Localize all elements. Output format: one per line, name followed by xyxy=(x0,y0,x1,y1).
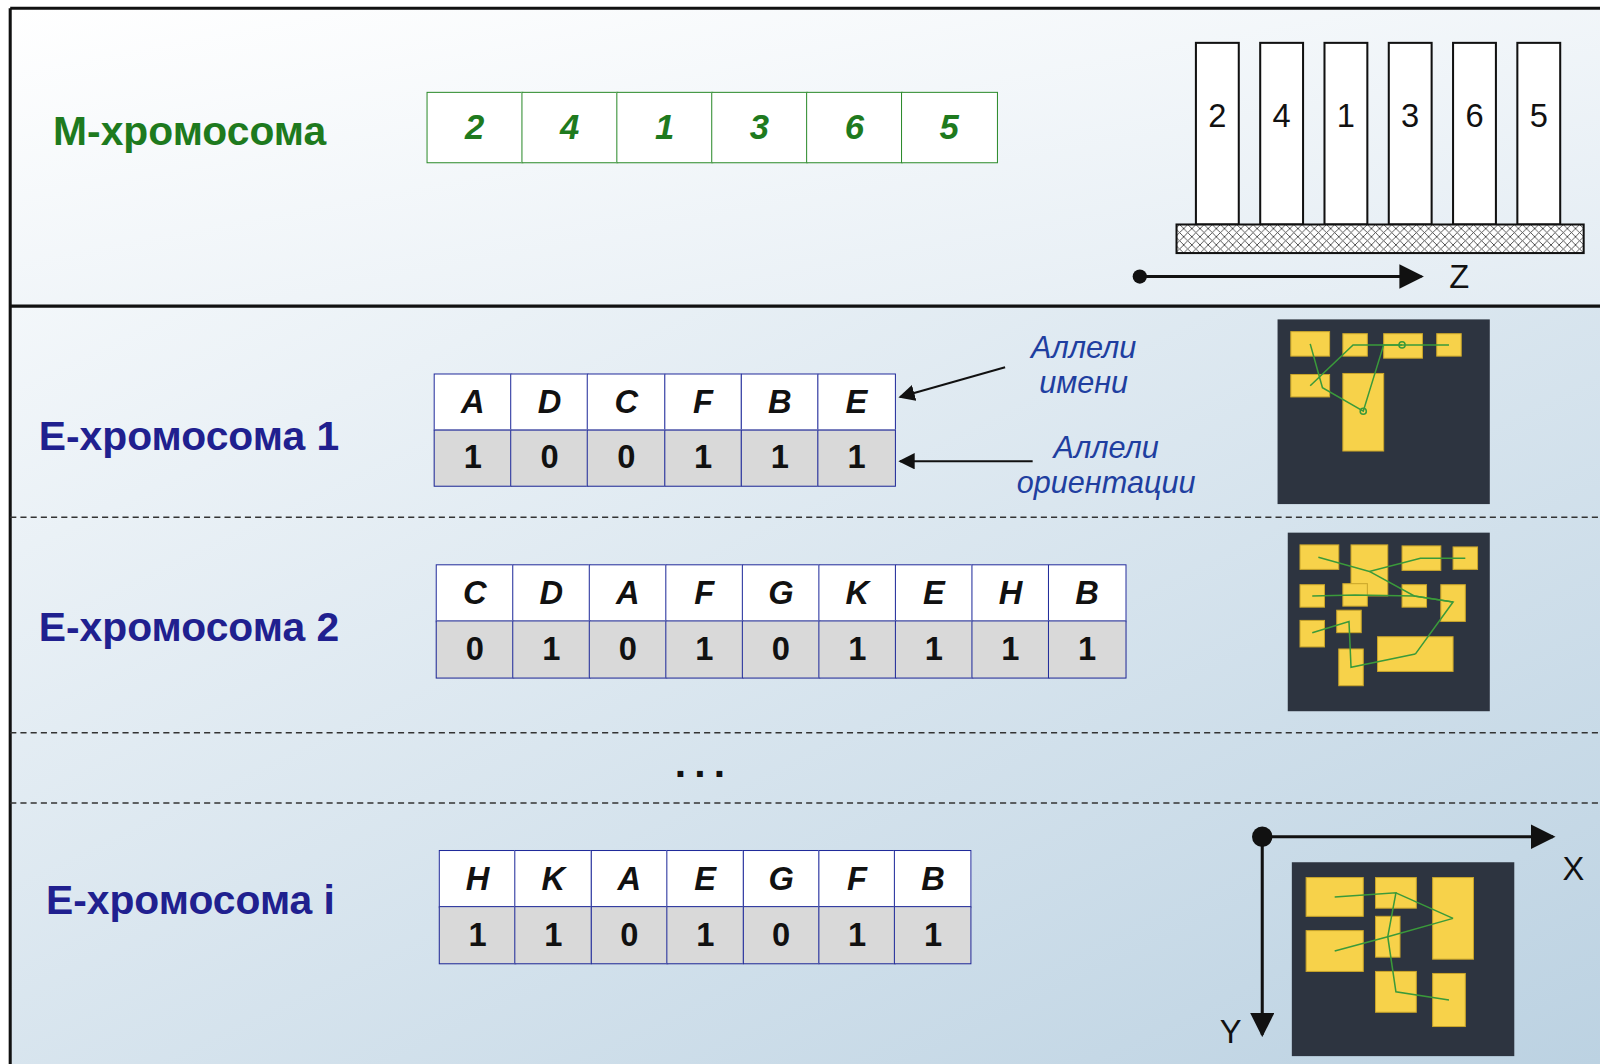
axis-label: Y xyxy=(1210,1008,1251,1055)
orientation-allele-cell: 0 xyxy=(589,620,667,678)
name-allele-cell: B xyxy=(894,850,971,908)
name-allele-cell: C xyxy=(587,373,665,430)
name-allele-cell: B xyxy=(1048,564,1126,622)
divider-line xyxy=(10,305,1600,308)
name-allele-cell: H xyxy=(439,850,516,908)
callout-note: Аллели ориентации xyxy=(988,422,1225,508)
chromosome-heading: Е-хромосома i xyxy=(46,870,413,929)
orientation-allele-cell: 1 xyxy=(664,429,742,487)
orientation-allele-cell: 1 xyxy=(439,906,516,964)
frame-line xyxy=(10,7,1600,10)
orientation-allele-cell: 1 xyxy=(1048,620,1126,678)
name-allele-cell: K xyxy=(818,564,896,622)
chromosome-heading: М-хромосома xyxy=(53,102,390,159)
board-thumbnail xyxy=(1278,319,1490,504)
name-allele-cell: F xyxy=(818,850,895,908)
name-allele-cell: F xyxy=(665,564,743,622)
orientation-allele-cell: 1 xyxy=(817,429,895,487)
callout-note: Аллели имени xyxy=(1010,322,1157,408)
orientation-allele-cell: 1 xyxy=(515,906,592,964)
gene-cell: 1 xyxy=(616,92,712,163)
name-allele-cell: G xyxy=(742,564,820,622)
orientation-allele-cell: 0 xyxy=(587,429,665,487)
axis-label: Z xyxy=(1439,253,1480,300)
gene-cell: 5 xyxy=(901,92,997,163)
top-panel xyxy=(10,8,1600,306)
orientation-allele-cell: 1 xyxy=(667,906,744,964)
orientation-allele-cell: 0 xyxy=(436,620,514,678)
name-allele-cell: C xyxy=(436,564,514,622)
board-number: 1 xyxy=(1324,92,1367,139)
name-allele-cell: B xyxy=(741,373,819,430)
name-allele-cell: D xyxy=(512,564,590,622)
name-allele-cell: A xyxy=(434,373,512,430)
axis-label: X xyxy=(1553,845,1594,892)
name-allele-cell: G xyxy=(742,850,819,908)
orientation-allele-cell: 1 xyxy=(818,906,895,964)
name-allele-cell: K xyxy=(515,850,592,908)
leader-line xyxy=(900,460,1033,462)
name-allele-cell: D xyxy=(510,373,588,430)
name-allele-cell: A xyxy=(589,564,667,622)
name-allele-cell: H xyxy=(971,564,1049,622)
orientation-allele-cell: 1 xyxy=(971,620,1049,678)
gene-cell: 2 xyxy=(427,92,523,163)
orientation-allele-cell: 0 xyxy=(591,906,668,964)
orientation-allele-cell: 1 xyxy=(665,620,743,678)
board-thumbnail xyxy=(1288,533,1490,712)
board-rack xyxy=(1196,43,1560,225)
frame-line xyxy=(9,8,12,1064)
board-number: 6 xyxy=(1453,92,1496,139)
name-allele-cell: E xyxy=(817,373,895,430)
orientation-allele-cell: 0 xyxy=(742,906,819,964)
name-allele-cell: E xyxy=(667,850,744,908)
orientation-allele-cell: 0 xyxy=(510,429,588,487)
gene-cell: 6 xyxy=(806,92,902,163)
gene-cell: 4 xyxy=(521,92,617,163)
board-thumbnail xyxy=(1292,862,1514,1056)
board-number: 4 xyxy=(1260,92,1303,139)
bottom-panel xyxy=(10,306,1600,1064)
name-allele-cell: E xyxy=(895,564,973,622)
ellipsis: ... xyxy=(653,737,755,788)
orientation-allele-cell: 0 xyxy=(742,620,820,678)
axis-origin xyxy=(1252,827,1272,847)
base-plate xyxy=(1177,224,1584,253)
chromosome-heading: Е-хромосома 2 xyxy=(39,597,406,656)
board-number: 2 xyxy=(1196,92,1239,139)
name-allele-cell: F xyxy=(664,373,742,430)
chromosome-heading: Е-хромосома 1 xyxy=(39,406,406,465)
orientation-allele-cell: 1 xyxy=(434,429,512,487)
board-number: 3 xyxy=(1389,92,1432,139)
orientation-allele-cell: 1 xyxy=(818,620,896,678)
board-number: 5 xyxy=(1517,92,1560,139)
y-axis xyxy=(1261,837,1264,1035)
orientation-allele-cell: 1 xyxy=(512,620,590,678)
dashed-dividers xyxy=(10,517,1600,803)
orientation-allele-cell: 1 xyxy=(894,906,971,964)
x-axis xyxy=(1262,835,1553,838)
orientation-allele-cell: 1 xyxy=(895,620,973,678)
orientation-allele-cell: 1 xyxy=(741,429,819,487)
name-allele-cell: A xyxy=(591,850,668,908)
z-axis xyxy=(1140,275,1422,278)
gene-cell: 3 xyxy=(711,92,807,163)
leader-line xyxy=(900,367,1005,397)
